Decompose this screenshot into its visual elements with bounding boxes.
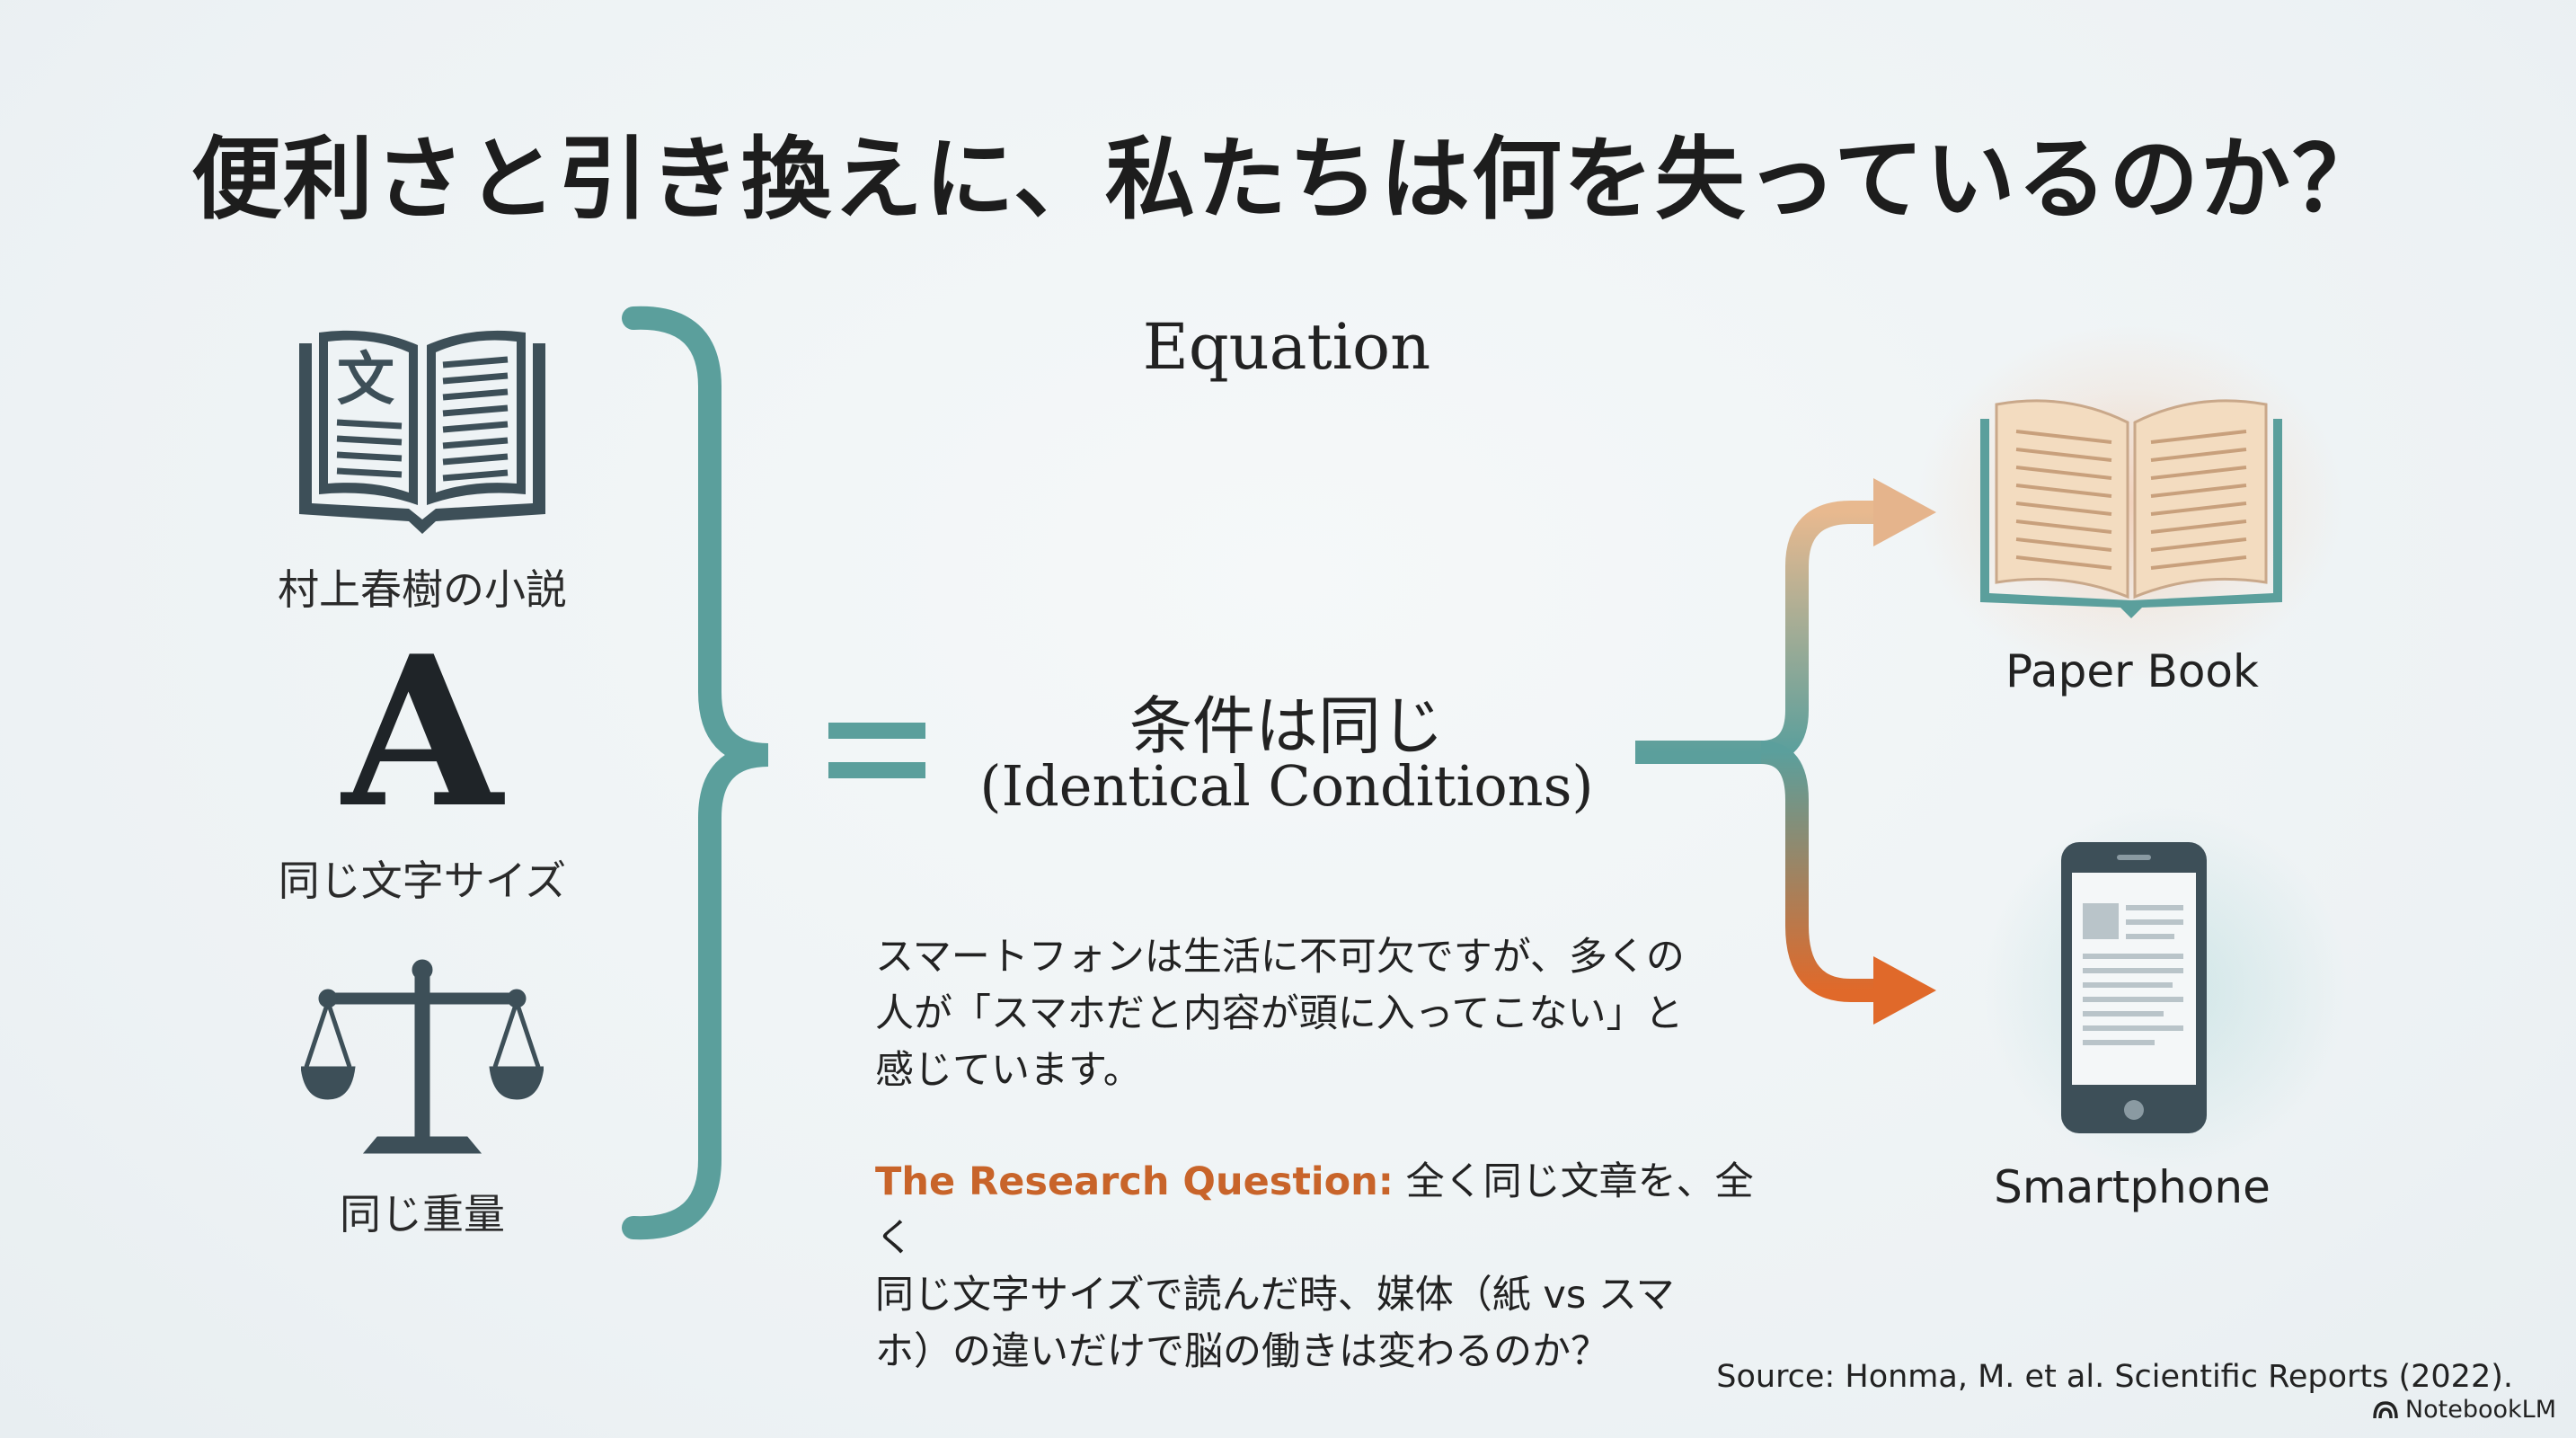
- arrow-down-head: [1873, 956, 1936, 1025]
- arrow-up-head: [1873, 478, 1936, 546]
- weight-label: 同じ重量: [340, 1190, 505, 1238]
- svg-text:文: 文: [337, 347, 394, 413]
- paragraph-line: 感じています。: [875, 1048, 1142, 1093]
- paper-book-label: Paper Book: [2005, 645, 2259, 697]
- open-book-icon: 文: [299, 330, 545, 534]
- conditions-jp: 条件は同じ: [1129, 689, 1444, 763]
- branch-arrows: [1635, 478, 1936, 1025]
- novel-label: 村上春樹の小説: [278, 565, 567, 614]
- conditions-en: (Identical Conditions): [979, 753, 1594, 819]
- research-question: The Research Question: 全く同じ文章を、全く 同じ文字サイ…: [875, 1154, 1756, 1380]
- font-size-label: 同じ文字サイズ: [278, 857, 567, 905]
- source-citation: Source: Honma, M. et al. Scientific Repo…: [1716, 1359, 2513, 1395]
- equation-label: Equation: [1142, 310, 1431, 384]
- letter-a-icon: A: [341, 611, 503, 854]
- research-question-label: The Research Question:: [875, 1159, 1394, 1204]
- research-question-line: 同じ文字サイズで読んだ時、媒体（紙 vs スマ: [875, 1273, 1675, 1318]
- research-question-line: ホ）の違いだけで脳の働きは変わるのか？: [875, 1329, 1609, 1374]
- paragraph-line: 人が「スマホだと内容が頭に入ってこない」と: [875, 991, 1684, 1036]
- notebooklm-watermark: NotebookLM: [2373, 1396, 2556, 1424]
- curly-brace: [622, 306, 769, 1240]
- notebooklm-logo-icon: [2373, 1400, 2398, 1418]
- intro-paragraph: スマートフォンは生活に不可欠ですが、多くの 人が「スマホだと内容が頭に入ってこな…: [875, 929, 1756, 1099]
- research-question-text: 全く同じ文章を、全く: [875, 1159, 1754, 1261]
- smartphone-icon: [2061, 842, 2207, 1133]
- paper-book-icon: [1980, 399, 2282, 618]
- notebooklm-label: NotebookLM: [2404, 1396, 2556, 1424]
- paragraph-line: スマートフォンは生活に不可欠ですが、多くの: [875, 935, 1685, 980]
- equals-sign: [828, 723, 925, 778]
- smartphone-label: Smartphone: [1994, 1161, 2271, 1213]
- slide-title: 便利さと引き換えに、私たちは何を失っているのか？: [191, 127, 2384, 232]
- balance-scale-icon: [301, 959, 544, 1154]
